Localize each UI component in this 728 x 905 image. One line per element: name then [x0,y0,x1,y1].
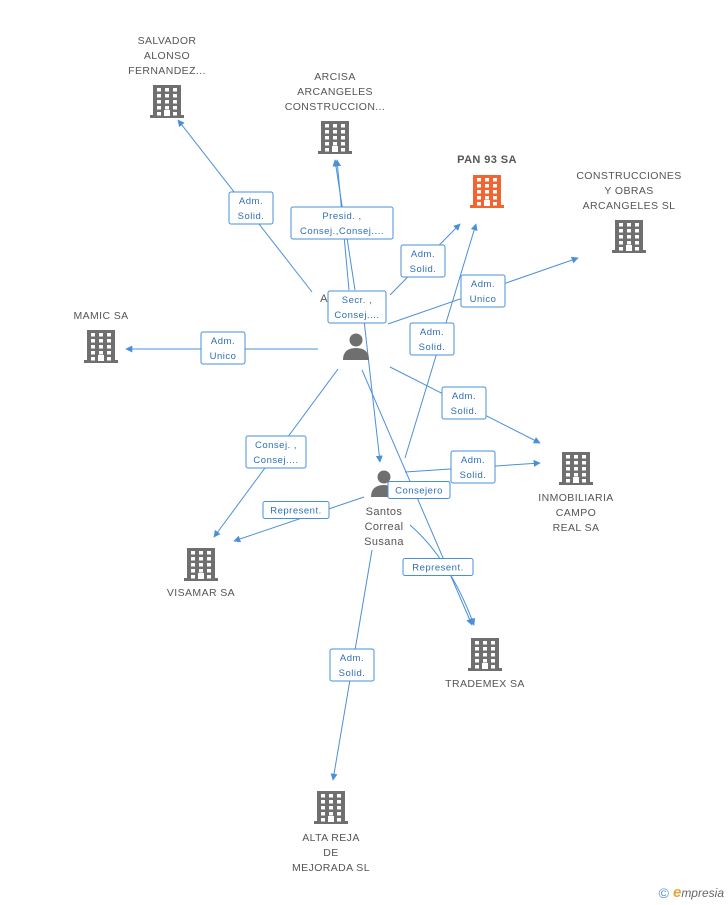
person-label: Santos [366,506,403,518]
company-label: ARCISA [314,71,356,83]
relation-label-box[interactable]: Secr. , Consej.... [327,290,387,324]
relation-label-box[interactable]: Represent. [402,558,474,576]
relation-edge [363,319,383,463]
footer-brand: © empresia [659,884,724,901]
relation-label: Adm. [452,391,476,402]
relation-label: Consej.,Consej.... [300,226,384,237]
relation-label: Solid. [451,406,478,417]
relation-label: Adm. [239,196,263,207]
person-label: A [320,293,328,305]
company-node-altareja[interactable]: ALTA REJA DE MEJORADA SL [292,791,370,874]
person-icon [343,333,369,360]
person-label: Susana [364,536,404,548]
company-label: CONSTRUCCIONES [576,170,681,182]
relation-label: Presid. , [322,211,361,222]
company-label: SALVADOR [138,35,197,47]
company-node-pan93[interactable]: PAN 93 SA [457,154,517,208]
relation-label-box[interactable]: Represent. [262,501,330,519]
company-label: MAMIC SA [73,310,128,322]
relation-label: Unico [470,294,497,305]
building-icon [612,220,646,253]
company-label: ARCANGELES SL [583,200,676,212]
building-icon [84,330,118,363]
relation-label: Adm. [340,653,364,664]
relation-label: Solid. [339,668,366,679]
building-icon [184,548,218,581]
company-label: ARCANGELES [297,86,373,98]
relation-label-box[interactable]: Adm. Solid. [400,244,446,278]
node-layer: SALVADOR ALONSO FERNANDEZ... ARCISA ARCANGEL… [73,35,681,874]
relation-label-box[interactable]: Adm. Solid. [329,648,375,682]
relation-label: Solid. [460,470,487,481]
relation-label: Adm. [461,455,485,466]
company-node-mamic[interactable]: MAMIC SA [73,310,128,363]
company-node-arcisa[interactable]: ARCISA ARCANGELES CONSTRUCCION... [285,71,386,154]
company-label: Y OBRAS [604,185,653,197]
company-label: VISAMAR SA [167,587,235,599]
building-icon [559,452,593,485]
relation-label-box[interactable]: Adm. Unico [200,331,246,365]
company-label: ALTA REJA [302,832,359,844]
company-label: TRADEMEX SA [445,678,525,690]
relation-label: Adm. [411,249,435,260]
relation-label-box[interactable]: Adm. Solid. [228,191,274,225]
company-label: CONSTRUCCION... [285,101,386,113]
relation-label: Adm. [471,279,495,290]
relation-label: Solid. [410,264,437,275]
relation-label: Unico [210,351,237,362]
relation-label: Consej. , [255,440,297,451]
company-node-inmobiliaria[interactable]: INMOBILIARIA CAMPO REAL SA [538,452,613,534]
building-icon [150,85,184,118]
relation-label: Secr. , [342,295,372,306]
building-icon [470,175,504,208]
company-label: DE [323,847,338,859]
company-label: INMOBILIARIA [538,492,613,504]
copyright-icon: © [658,884,669,901]
relation-label: Adm. [211,336,235,347]
relation-label: Solid. [419,342,446,353]
relation-label-box[interactable]: Adm. Unico [460,274,506,308]
company-node-trademex[interactable]: TRADEMEX SA [445,638,525,690]
company-node-visamar[interactable]: VISAMAR SA [167,548,235,599]
relation-label-box[interactable]: Consejero [387,481,451,499]
relation-label: Represent. [270,506,321,517]
relation-label: Adm. [420,327,444,338]
building-icon [468,638,502,671]
company-label: REAL SA [553,522,600,534]
relation-label-box[interactable]: Adm. Solid. [441,386,487,420]
relation-label-box[interactable]: Presid. , Consej.,Consej.... [290,206,394,240]
person-node-p1[interactable]: A [320,293,369,360]
relation-label: Represent. [412,563,463,574]
company-node-construcciones[interactable]: CONSTRUCCIONES Y OBRAS ARCANGELES SL [576,170,681,253]
company-node-salvador[interactable]: SALVADOR ALONSO FERNANDEZ... [128,35,206,118]
relation-label-box[interactable]: Adm. Solid. [450,450,496,484]
building-icon [318,121,352,154]
brand-logo[interactable]: empresia [672,884,724,901]
person-label: Correal [365,521,404,533]
relation-label: Consej.... [253,455,298,466]
relation-label: Consejero [395,486,443,497]
building-icon [314,791,348,824]
company-label: CAMPO [556,507,597,519]
company-label: PAN 93 SA [457,154,517,166]
company-label: ALONSO [144,50,190,62]
company-label: MEJORADA SL [292,862,370,874]
company-label: FERNANDEZ... [128,65,206,77]
relation-label-box[interactable]: Consej. , Consej.... [245,435,307,469]
relation-label-box[interactable]: Adm. Solid. [409,322,455,356]
relation-layer: Adm. Solid. Presid. , Consej.,Consej.... Adm… [200,191,506,682]
relation-label: Consej.... [334,310,379,321]
relation-label: Solid. [238,211,265,222]
